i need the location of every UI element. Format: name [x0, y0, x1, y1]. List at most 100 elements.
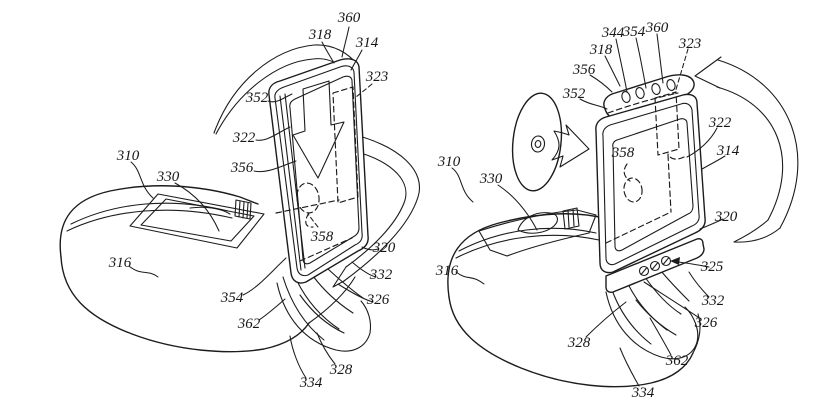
ref-numeral-right-314: 314 [716, 143, 740, 159]
hidden-bottom-line [299, 237, 353, 262]
leader-328 [585, 301, 627, 338]
ref-numeral-left-332: 332 [369, 267, 393, 283]
ribbon-fold-tip [332, 266, 347, 288]
ref-numeral-right-326: 326 [694, 315, 718, 331]
fold-drape-outline [605, 291, 699, 360]
leader-320 [361, 246, 379, 251]
ref-numeral-right-344: 344 [601, 25, 625, 41]
figure-right: 3443543603183233563523223143103303583203… [435, 20, 799, 401]
ref-numeral-right-320: 320 [714, 209, 738, 225]
tray-pocket-curve [517, 212, 559, 234]
base-right-edge [308, 276, 356, 324]
hidden-feature-tail [305, 212, 314, 228]
media-slot-hidden-outline [654, 91, 680, 156]
base-bottom-outline [448, 296, 694, 388]
leader-330 [174, 182, 220, 232]
leader-310 [451, 167, 474, 203]
display-panel [268, 58, 369, 284]
ref-numeral-left-358: 358 [310, 229, 334, 245]
base-ridge-line-2 [455, 234, 600, 259]
ref-numeral-right-318: 318 [589, 42, 613, 58]
leader-334 [289, 335, 307, 379]
tray-opening-outer [129, 193, 265, 249]
ref-numeral-left-323: 323 [365, 69, 389, 85]
big-arc-inner [716, 86, 784, 221]
leader-352 [267, 93, 293, 103]
ports-bar-hidden-edge [607, 92, 679, 114]
ref-numeral-left-356: 356 [230, 160, 254, 176]
leader-354 [242, 257, 287, 296]
control-button [638, 265, 650, 277]
fold-line [611, 289, 652, 345]
leader-356 [589, 74, 613, 93]
base-top-outline [447, 213, 608, 298]
ref-numeral-left-334: 334 [299, 375, 323, 391]
leader-332 [351, 261, 377, 278]
hinge-folds [605, 270, 699, 360]
ref-numeral-left-360: 360 [337, 10, 361, 26]
ref-numeral-left-322: 322 [232, 130, 256, 146]
panel-face [612, 118, 694, 252]
panel-inner-outline [602, 102, 700, 266]
leader-362 [258, 298, 286, 321]
media-card-hidden-outline [332, 86, 359, 204]
leader-360 [341, 26, 350, 58]
hidden-feature-tail [623, 163, 631, 182]
ref-numeral-right-352: 352 [562, 86, 586, 102]
fold-line [327, 268, 364, 299]
button-slash [640, 257, 670, 275]
port-hole [651, 83, 661, 95]
big-arc-tail [733, 219, 781, 243]
leader-352 [579, 98, 608, 110]
disc-insertion [511, 92, 590, 192]
hidden-axis-line [275, 199, 340, 214]
panel-edge-layer-1 [279, 95, 302, 271]
tray-pocket-curve [189, 206, 231, 215]
rotation-arrow-large [694, 56, 799, 243]
leader-356 [253, 160, 297, 173]
ref-numeral-right-360: 360 [645, 20, 669, 36]
leader-328 [316, 332, 336, 365]
rotation-arrowhead-down [292, 80, 345, 179]
tray-latch [562, 207, 580, 230]
leader-330 [497, 184, 538, 231]
control-button [649, 260, 661, 272]
port-hole [635, 87, 645, 99]
ref-numeral-right-334: 334 [631, 385, 655, 401]
ref-numeral-left-328: 328 [329, 362, 353, 378]
leader-332 [688, 271, 710, 298]
panel-outline [268, 58, 369, 284]
port-hole [666, 79, 676, 91]
base-bottom-outline [60, 256, 310, 353]
hidden-circle-feature [296, 182, 320, 214]
leader-322 [255, 126, 291, 141]
ref-numeral-right-330: 330 [479, 171, 503, 187]
leader-325 [677, 261, 710, 268]
tray-opening-inner [140, 198, 255, 242]
leader-316 [128, 265, 159, 278]
fold-line [299, 294, 345, 334]
fold-line [644, 276, 682, 315]
optical-disc [511, 92, 563, 192]
base-ridge-line-1 [458, 227, 597, 252]
leader-326 [337, 283, 374, 303]
fold-line [282, 276, 325, 341]
leader-lines-right [451, 33, 726, 387]
ref-numeral-right-310: 310 [437, 154, 461, 170]
hidden-hook-322 [667, 153, 685, 160]
ref-numeral-left-362: 362 [237, 316, 261, 332]
leader-360 [656, 33, 664, 84]
leader-316 [455, 271, 485, 285]
leader-320 [699, 218, 724, 230]
disc-hub-inner [534, 139, 542, 149]
ref-numeral-right-316: 316 [435, 263, 459, 279]
leader-314 [350, 49, 363, 71]
panel-inner-outline [274, 65, 363, 277]
leader-358 [307, 213, 319, 228]
hidden-bottom-line [605, 211, 672, 244]
leader-323 [674, 48, 689, 94]
big-arc-head [694, 56, 722, 89]
leader-310 [130, 161, 154, 199]
